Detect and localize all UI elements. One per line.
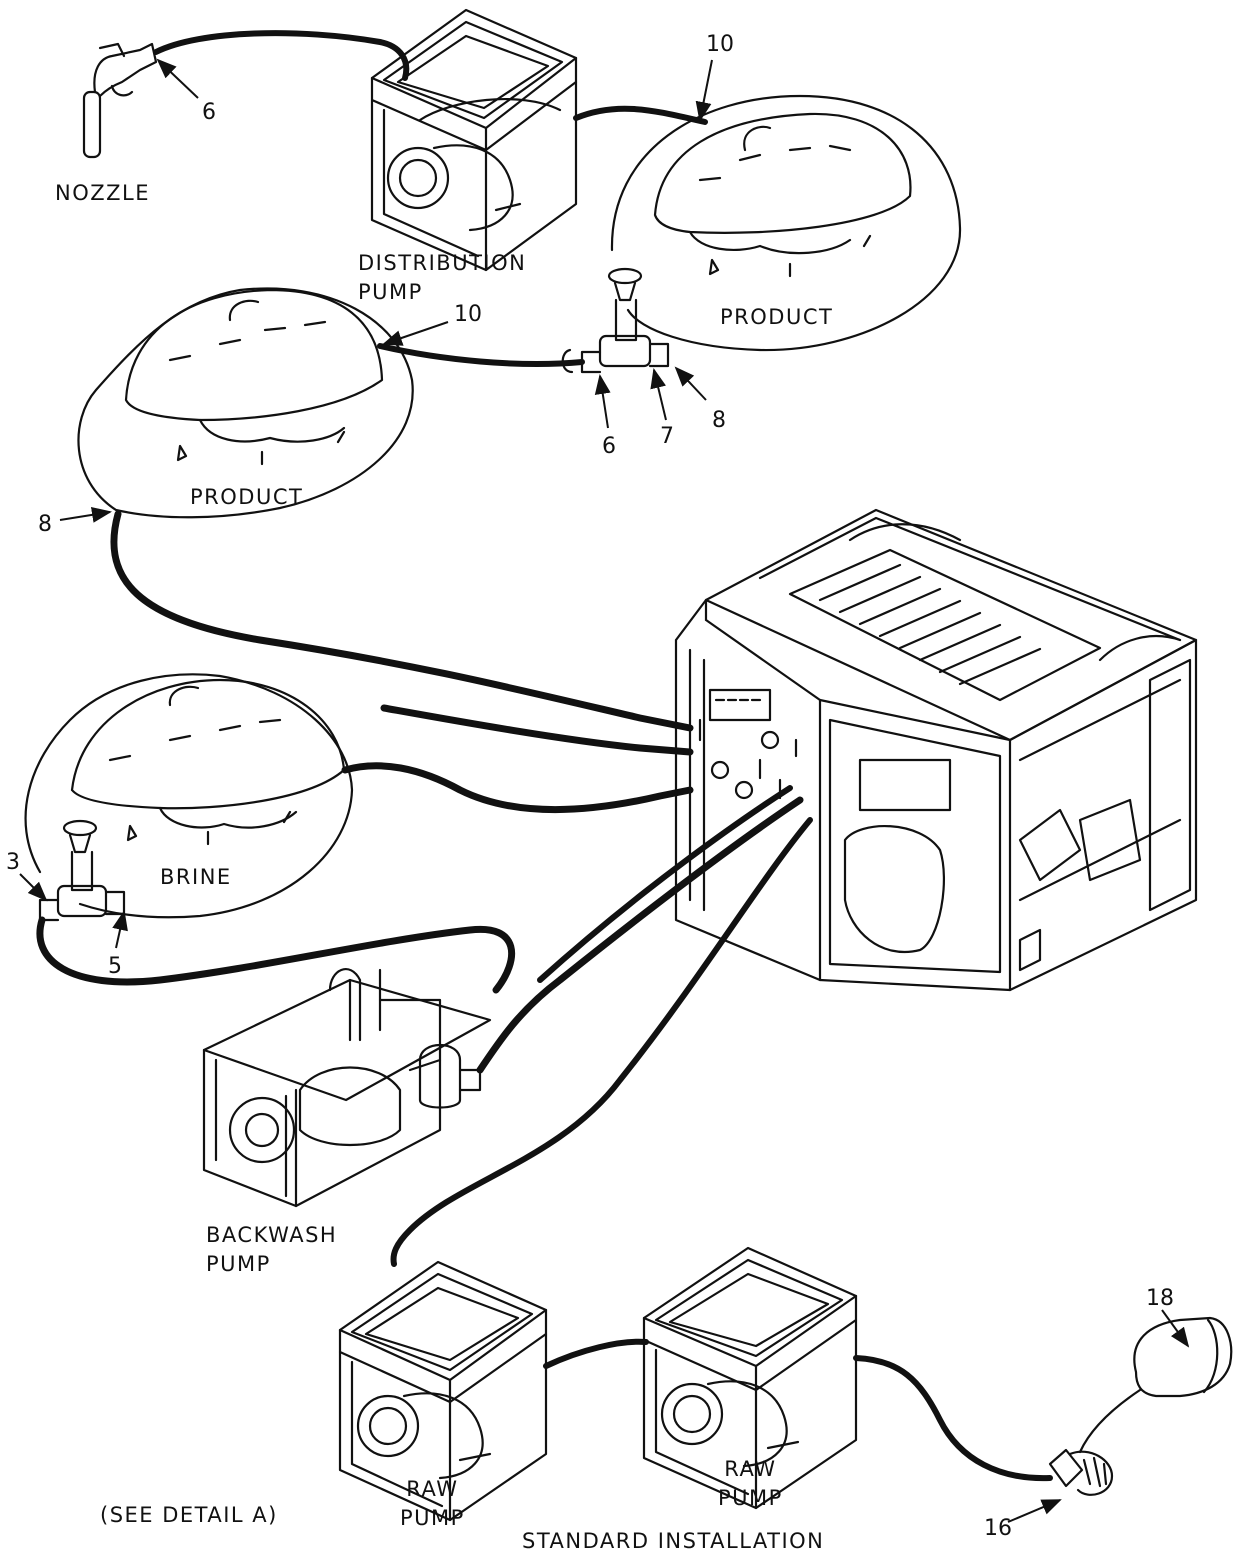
callout-6-top: 6 <box>202 100 216 125</box>
label-distribution-pump-line1: DISTRIBUTION <box>358 251 527 275</box>
float-icon <box>1133 1316 1233 1398</box>
brine-tank-icon <box>24 673 354 919</box>
label-backwash-pump-line1: BACKWASH <box>206 1223 338 1247</box>
arrow-6-top <box>156 58 199 99</box>
label-distribution-pump: DISTRIBUTION PUMP <box>358 251 527 305</box>
callout-8-valve: 8 <box>712 408 726 433</box>
nozzle-icon <box>82 42 158 159</box>
hose-raw-to-strainer <box>853 1355 1053 1482</box>
label-raw-pump-right: RAW PUMP <box>718 1457 783 1511</box>
arrow-18 <box>1161 1309 1190 1348</box>
callout-3: 3 <box>6 850 20 875</box>
hose-raw-to-raw <box>543 1338 649 1369</box>
callout-10-mid: 10 <box>454 302 482 327</box>
arrow-5 <box>112 910 128 949</box>
hose-unit-to-backwash <box>476 796 804 1074</box>
hose-brine-to-unit <box>341 762 694 814</box>
label-product-upper: PRODUCT <box>720 305 834 329</box>
label-raw-pump-right-line1: RAW <box>724 1457 777 1481</box>
arrow-7-valve <box>650 368 667 421</box>
product-tank-upper-icon <box>610 94 962 352</box>
backwash-pump-icon <box>202 968 492 1208</box>
arrow-10-mid <box>382 321 449 346</box>
label-see-detail: (SEE DETAIL A) <box>100 1503 278 1527</box>
callout-18: 18 <box>1146 1286 1174 1311</box>
arrow-16 <box>1007 1499 1062 1523</box>
callout-6-valve: 6 <box>602 434 616 459</box>
gate-valve-product-icon <box>561 267 670 374</box>
label-raw-pump-left: RAW PUMP <box>400 1477 465 1531</box>
product-tank-lower-icon <box>77 287 414 519</box>
hose-distribution-to-product <box>573 105 708 125</box>
hose-nozzle-to-distribution-pump <box>153 30 410 81</box>
arrow-8-valve <box>674 366 707 401</box>
hose-valve-to-product <box>377 343 585 367</box>
label-backwash-pump: BACKWASH PUMP <box>206 1223 338 1277</box>
raw-pump-left-icon <box>338 1260 548 1522</box>
label-product-lower: PRODUCT <box>190 485 304 509</box>
label-brine: BRINE <box>160 865 232 889</box>
hose-loose-end <box>380 704 694 756</box>
hose-brine-to-backwash <box>36 916 516 994</box>
callout-8-left: 8 <box>38 512 52 537</box>
hose-product-to-unit <box>110 510 694 732</box>
strainer-icon <box>1048 1388 1142 1496</box>
figure-caption: STANDARD INSTALLATION <box>522 1529 825 1553</box>
main-unit-icon <box>674 508 1198 992</box>
label-distribution-pump-line2: PUMP <box>358 280 423 305</box>
label-nozzle: NOZZLE <box>55 181 150 205</box>
label-raw-pump-left-line2: PUMP <box>400 1506 465 1531</box>
callout-10-top: 10 <box>706 32 734 57</box>
distribution-pump-icon <box>370 8 578 272</box>
callout-16: 16 <box>984 1516 1012 1541</box>
arrow-3 <box>19 873 48 902</box>
label-backwash-pump-line2: PUMP <box>206 1252 271 1277</box>
hose-unit-to-raw-pump <box>390 817 813 1267</box>
callout-7-valve: 7 <box>660 424 674 449</box>
label-raw-pump-left-line1: RAW <box>406 1477 459 1501</box>
arrow-6-valve <box>594 374 611 429</box>
arrow-8-left <box>59 506 112 523</box>
hose-loose-diagonal <box>537 785 793 983</box>
callout-5: 5 <box>108 954 122 979</box>
raw-pump-right-icon <box>642 1246 858 1510</box>
label-raw-pump-right-line2: PUMP <box>718 1486 783 1511</box>
arrow-10-top <box>695 59 713 122</box>
